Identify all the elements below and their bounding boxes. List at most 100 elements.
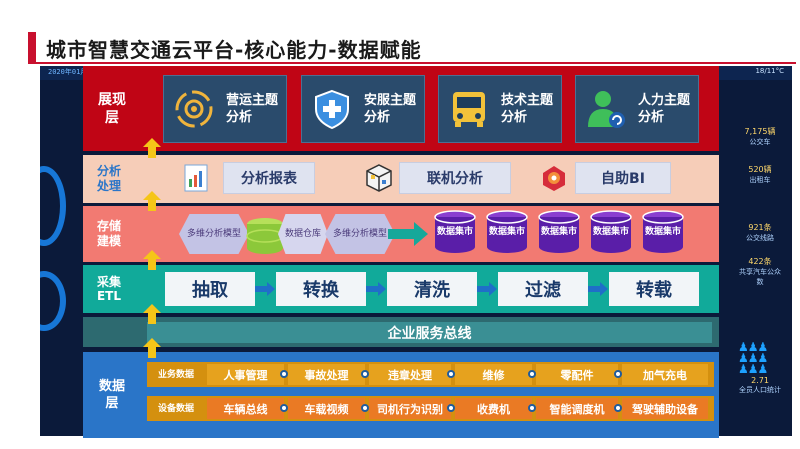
people-icon: ♟♟♟♟♟♟♟♟♟ [738, 340, 768, 376]
bus-icon [453, 92, 485, 127]
data-source-item[interactable]: 加气充电 [622, 364, 708, 385]
connector-dot-icon [447, 370, 455, 378]
title-bar: 城市智慧交通云平台-核心能力-数据赋能 [28, 32, 796, 64]
analysis-item[interactable]: 联机分析 [399, 162, 511, 194]
warehouse-icon [246, 218, 284, 254]
title-accent [28, 32, 36, 62]
dashboard-stat-value: 520辆 [748, 165, 772, 174]
data-mart-label: 数据集市 [592, 227, 629, 237]
dashboard-stat-label: 共享汽车公众数 [739, 268, 781, 286]
database-icon [538, 210, 580, 253]
data-source-item[interactable]: 车辆总线 [207, 398, 284, 419]
model-node-left: 多维分析模型 [179, 214, 249, 254]
data-source-item[interactable]: 零配件 [536, 364, 618, 385]
dashboard-footer-label: 全员人口统计 [739, 386, 781, 394]
person-icon [588, 91, 625, 128]
etl-step[interactable]: 抽取 [165, 272, 255, 306]
connector-dot-icon [528, 404, 536, 412]
device-data-row: 设备数据 车辆总线 车载视频 司机行为识别 收费机 智能调度机 驾驶辅助设备 [147, 396, 714, 421]
presentation-card-label: 安服主题分析 [364, 93, 417, 125]
presentation-card-label: 人力主题分析 [638, 93, 691, 125]
layer-label: 展现层 [98, 91, 126, 126]
data-mart: 数据集市 [589, 210, 633, 254]
arrow-right-icon [477, 282, 497, 296]
architecture-diagram: 展现层 营运主题分析 安服主题分析 [83, 66, 719, 438]
data-mart: 数据集市 [641, 210, 685, 254]
presentation-card-label: 营运主题分析 [226, 93, 279, 125]
connector-dot-icon [280, 404, 288, 412]
connector-dot-icon [447, 404, 455, 412]
data-source-item[interactable]: 智能调度机 [536, 398, 618, 419]
row-label: 业务数据 [157, 369, 194, 380]
data-mart-label: 数据集市 [436, 227, 473, 237]
dashboard-stat-label: 公交线路 [746, 234, 774, 242]
etl-step[interactable]: 转载 [609, 272, 699, 306]
data-source-item[interactable]: 收费机 [455, 398, 532, 419]
dashboard-ring-icon [40, 271, 66, 331]
arrow-up-icon [143, 304, 161, 324]
data-source-item[interactable]: 违章处理 [369, 364, 451, 385]
presentation-card[interactable]: 技术主题分析 [438, 75, 562, 143]
dashboard-stat-value: 422条 [748, 257, 772, 266]
shield-icon [315, 89, 349, 130]
storage-layer: 存储建模 多维分析模型 数据仓库 多维分析模型 数据集市 数据集市 数据集市 数… [83, 206, 719, 262]
dashboard-stat-label: 出租车 [749, 176, 771, 184]
data-source-item[interactable]: 事故处理 [288, 364, 365, 385]
data-source-item[interactable]: 车载视频 [288, 398, 365, 419]
dashboard-stat: 921条 公交线路 [738, 222, 782, 243]
database-icon [590, 210, 632, 253]
etl-step[interactable]: 转换 [276, 272, 366, 306]
warehouse-node: 数据仓库 [278, 214, 328, 254]
layer-label: 数据层 [98, 379, 125, 411]
layer-label: 采集ETL [96, 275, 122, 303]
arrow-right-icon [388, 222, 428, 246]
report-icon [184, 164, 208, 192]
etl-layer: 采集ETL 抽取 转换 清洗 过滤 转载 [83, 265, 719, 313]
connector-dot-icon [280, 370, 288, 378]
arrow-right-icon [588, 282, 608, 296]
dashboard-stat: 520辆 出租车 [738, 164, 782, 185]
model-node-right: 多维分析模型 [325, 214, 395, 254]
layer-label: 分析处理 [96, 164, 121, 193]
data-mart: 数据集市 [537, 210, 581, 254]
dashboard-stat: 422条 共享汽车公众数 [738, 256, 782, 287]
data-source-item[interactable]: 维修 [455, 364, 532, 385]
gear-refresh-icon [175, 90, 213, 128]
analysis-item[interactable]: 分析报表 [223, 162, 315, 194]
presentation-card[interactable]: 安服主题分析 [301, 75, 425, 143]
presentation-card[interactable]: 营运主题分析 [163, 75, 287, 143]
data-source-item[interactable]: 驾驶辅助设备 [622, 398, 708, 419]
presentation-card[interactable]: 人力主题分析 [575, 75, 699, 143]
dashboard-stat-value: 921条 [748, 223, 772, 232]
connector-dot-icon [614, 404, 622, 412]
data-source-item[interactable]: 司机行为识别 [369, 398, 451, 419]
data-mart: 数据集市 [433, 210, 477, 254]
analysis-item[interactable]: 自助BI [575, 162, 671, 194]
title-underline [28, 62, 796, 64]
data-layer: 数据层 业务数据 人事管理 事故处理 违章处理 维修 零配件 加气充电 设备数据… [83, 352, 719, 438]
analysis-layer: 分析处理 分析报表 联机分析 自助BI [83, 155, 719, 203]
enterprise-service-bus[interactable]: 企业服务总线 [147, 322, 712, 343]
dashboard-date: 2020年01月 [48, 68, 88, 76]
data-mart-label: 数据集市 [488, 227, 525, 237]
arrow-up-icon [143, 138, 161, 158]
connector-dot-icon [528, 370, 536, 378]
bi-icon [543, 166, 565, 191]
page-title: 城市智慧交通云平台-核心能力-数据赋能 [46, 38, 422, 62]
etl-step[interactable]: 清洗 [387, 272, 477, 306]
arrow-right-icon [366, 282, 386, 296]
arrow-up-icon [143, 250, 161, 270]
database-icon [434, 210, 476, 253]
arrow-right-icon [255, 282, 275, 296]
data-mart: 数据集市 [485, 210, 529, 254]
database-icon [486, 210, 528, 253]
row-label: 设备数据 [157, 403, 194, 414]
data-source-item[interactable]: 人事管理 [207, 364, 284, 385]
arrow-up-icon [143, 191, 161, 211]
bus-layer: 企业服务总线 [83, 317, 719, 347]
etl-step[interactable]: 过滤 [498, 272, 588, 306]
cube-icon [366, 164, 392, 192]
dashboard-stat-value: 7,175辆 [744, 127, 776, 136]
business-data-row: 业务数据 人事管理 事故处理 违章处理 维修 零配件 加气充电 [147, 362, 714, 387]
connector-dot-icon [361, 404, 369, 412]
